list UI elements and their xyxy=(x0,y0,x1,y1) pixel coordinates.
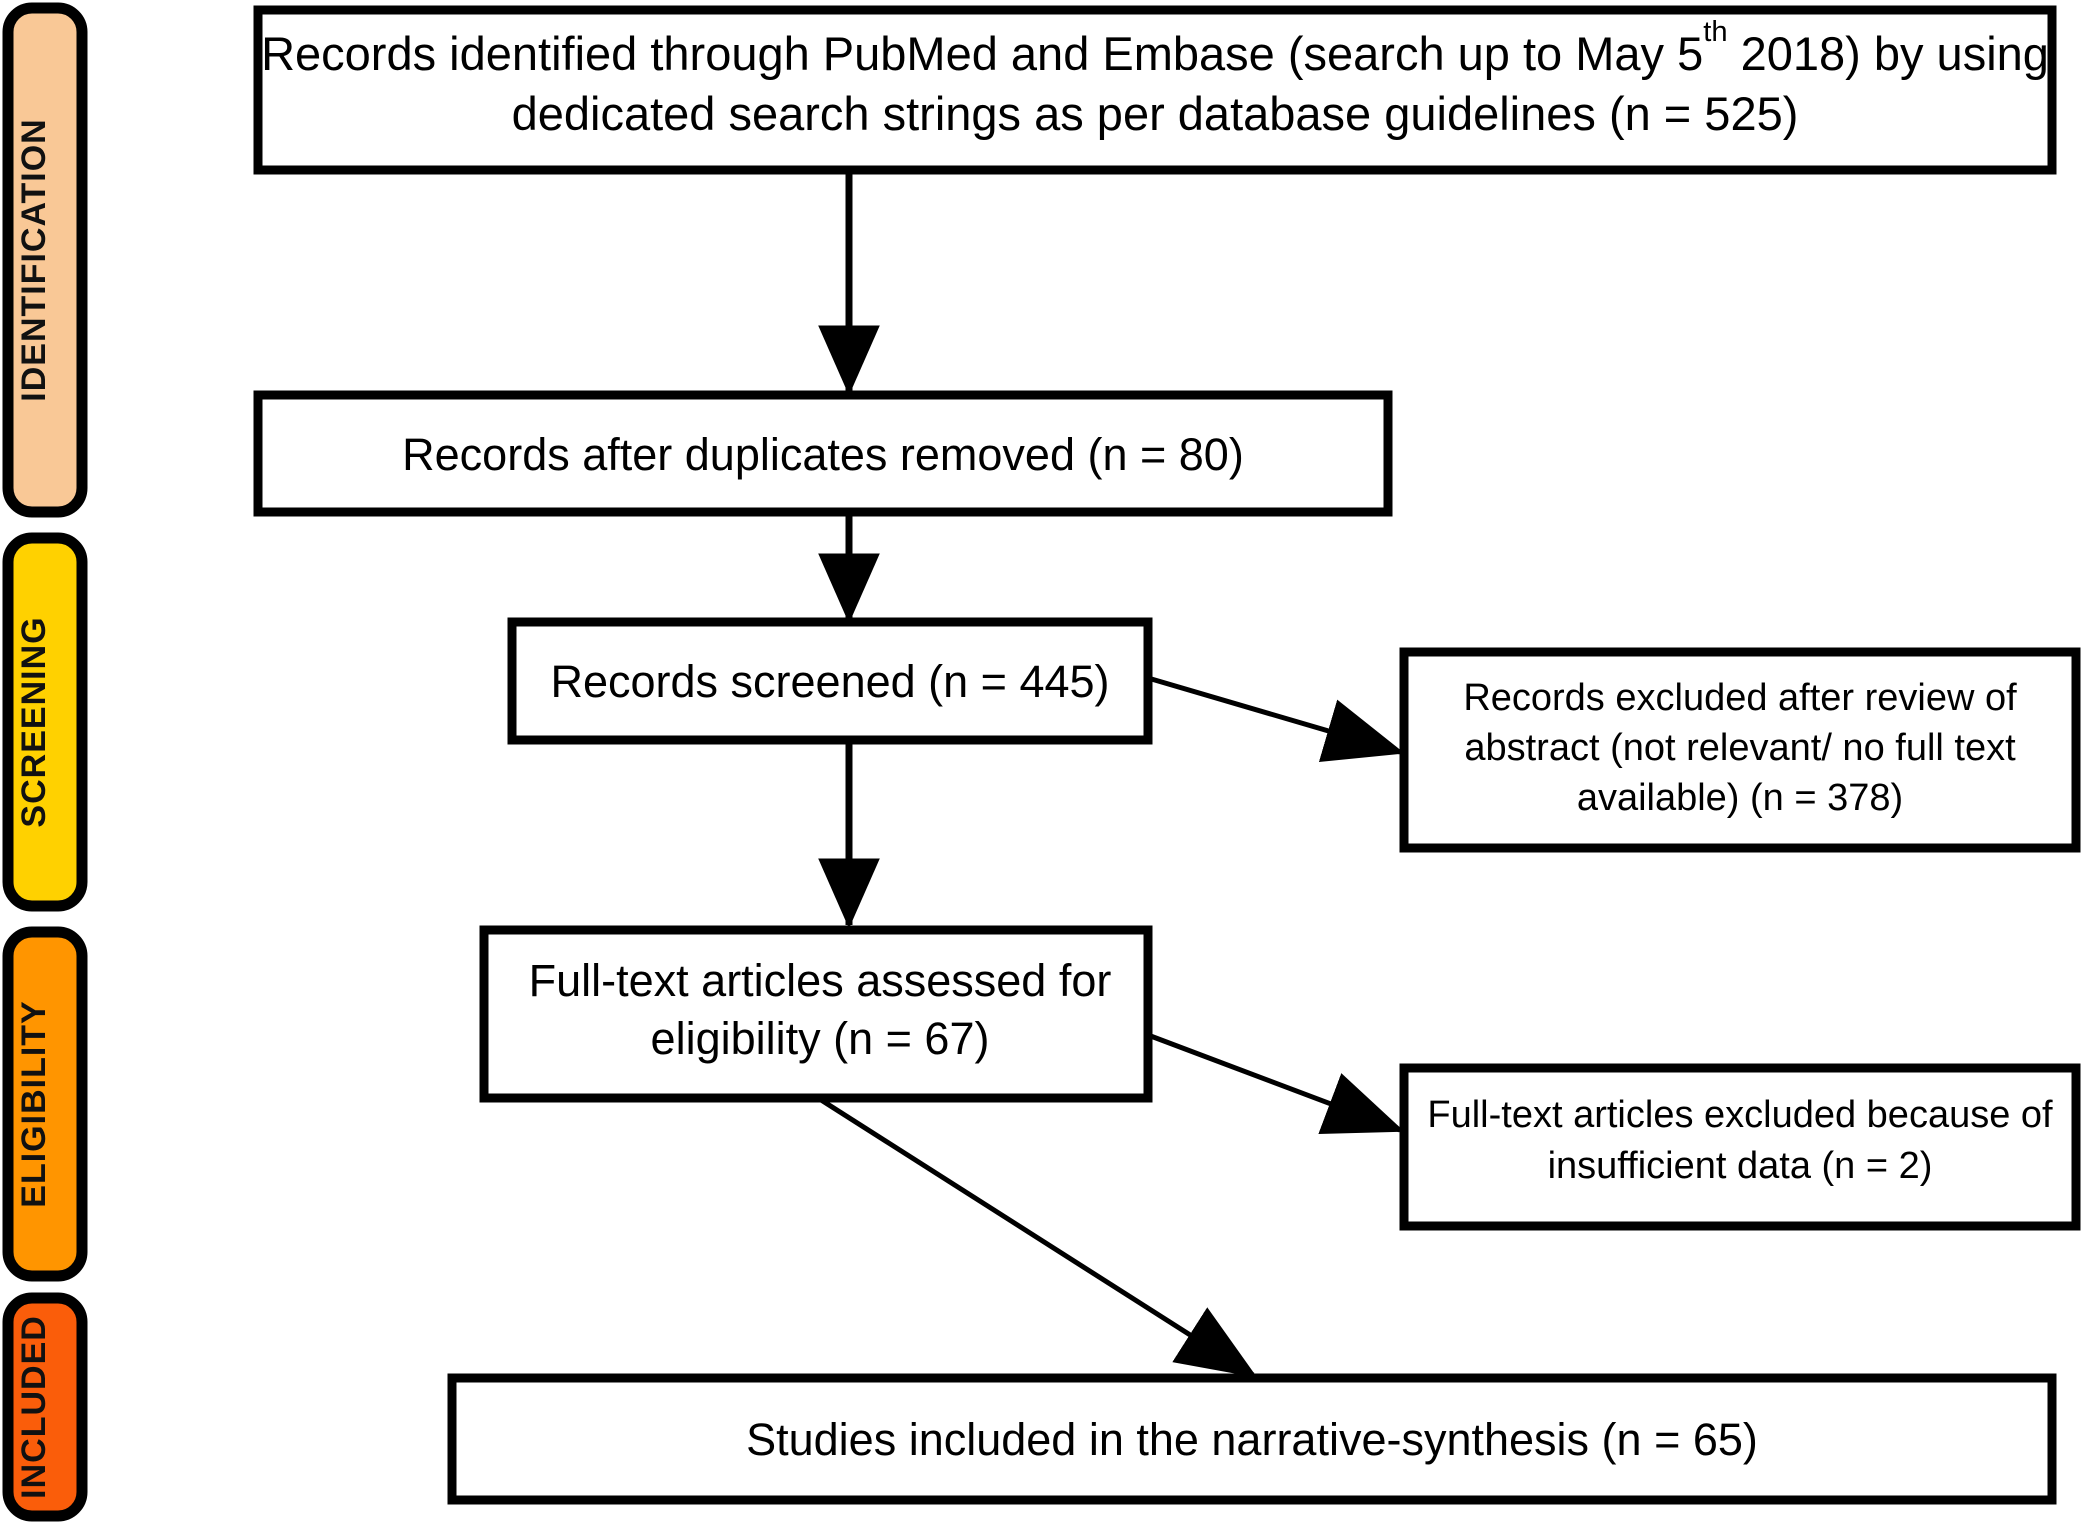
box-records-excluded-shape xyxy=(1399,647,2081,853)
box-records-excluded-line3: available) (n = 378) xyxy=(1577,777,1903,819)
records-identified-line1-suffix: 2018) by using xyxy=(1728,27,2049,80)
box-records-screened: Records screened (n = 445) xyxy=(507,617,1153,745)
box-full-text-assessed: Full-text articles assessed for eligibil… xyxy=(479,925,1153,1103)
box-studies-included-shape xyxy=(447,1373,2057,1505)
stage-pill-included: INCLUDED xyxy=(2,1292,88,1522)
box-records-identified: Records identified through PubMed and Em… xyxy=(253,5,2057,175)
stage-label-included: INCLUDED xyxy=(15,1315,53,1499)
box-full-text-excluded-line2: insufficient data (n = 2) xyxy=(1548,1145,1933,1187)
box-records-after-duplicates: Records after duplicates removed (n = 80… xyxy=(253,390,1393,517)
box-records-identified-shape xyxy=(253,5,2057,175)
box-full-text-excluded-shape xyxy=(1399,1063,2081,1231)
stage-label-eligibility: ELIGIBILITY xyxy=(15,1000,53,1207)
records-identified-line1-superscript: th xyxy=(1703,16,1727,48)
box-records-screened-text: Records screened (n = 445) xyxy=(550,656,1109,707)
stage-label-identification: IDENTIFICATION xyxy=(15,118,53,401)
box-full-text-excluded-line1: Full-text articles excluded because of xyxy=(1427,1094,2053,1136)
stage-pill-identification: IDENTIFICATION xyxy=(2,2,88,518)
connector-fulltext-to-fulltext-excluded xyxy=(1147,1032,1405,1134)
records-identified-line1-prefix: Records identified through PubMed and Em… xyxy=(261,27,1703,80)
box-studies-included: Studies included in the narrative-synthe… xyxy=(447,1373,2057,1505)
stage-pill-eligibility: ELIGIBILITY xyxy=(2,926,88,1282)
stage-pill-included-shape xyxy=(2,1292,88,1522)
connector-screened-to-records-excluded xyxy=(1147,675,1405,763)
box-records-after-duplicates-text: Records after duplicates removed (n = 80… xyxy=(402,429,1244,480)
stage-pill-identification-shape xyxy=(2,2,88,518)
box-records-excluded-line2: abstract (not relevant/ no full text xyxy=(1464,727,2016,769)
box-records-after-duplicates-shape xyxy=(253,390,1393,517)
stage-pill-screening-shape xyxy=(2,532,88,912)
box-records-identified-line2: dedicated search strings as per database… xyxy=(512,87,1799,140)
box-records-screened-shape xyxy=(507,617,1153,745)
connector-fulltext-to-studies-included xyxy=(816,1095,1258,1378)
stage-pill-screening: SCREENING xyxy=(2,532,88,912)
stage-label-screening: SCREENING xyxy=(15,616,53,827)
box-full-text-assessed-line1: Full-text articles assessed for xyxy=(529,955,1112,1006)
box-studies-included-text: Studies included in the narrative-synthe… xyxy=(746,1414,1758,1465)
box-full-text-excluded: Full-text articles excluded because of i… xyxy=(1399,1063,2081,1231)
box-full-text-assessed-shape xyxy=(479,925,1153,1103)
box-full-text-assessed-line2: eligibility (n = 67) xyxy=(651,1013,990,1064)
stage-pill-eligibility-shape xyxy=(2,926,88,1282)
box-records-identified-line1: Records identified through PubMed and Em… xyxy=(261,16,2049,80)
stage-rail: IDENTIFICATION SCREENING ELIGIBILITY INC… xyxy=(2,2,88,1522)
box-records-excluded: Records excluded after review of abstrac… xyxy=(1399,647,2081,853)
box-records-excluded-line1: Records excluded after review of xyxy=(1463,677,2017,719)
connectors xyxy=(816,170,1405,1378)
